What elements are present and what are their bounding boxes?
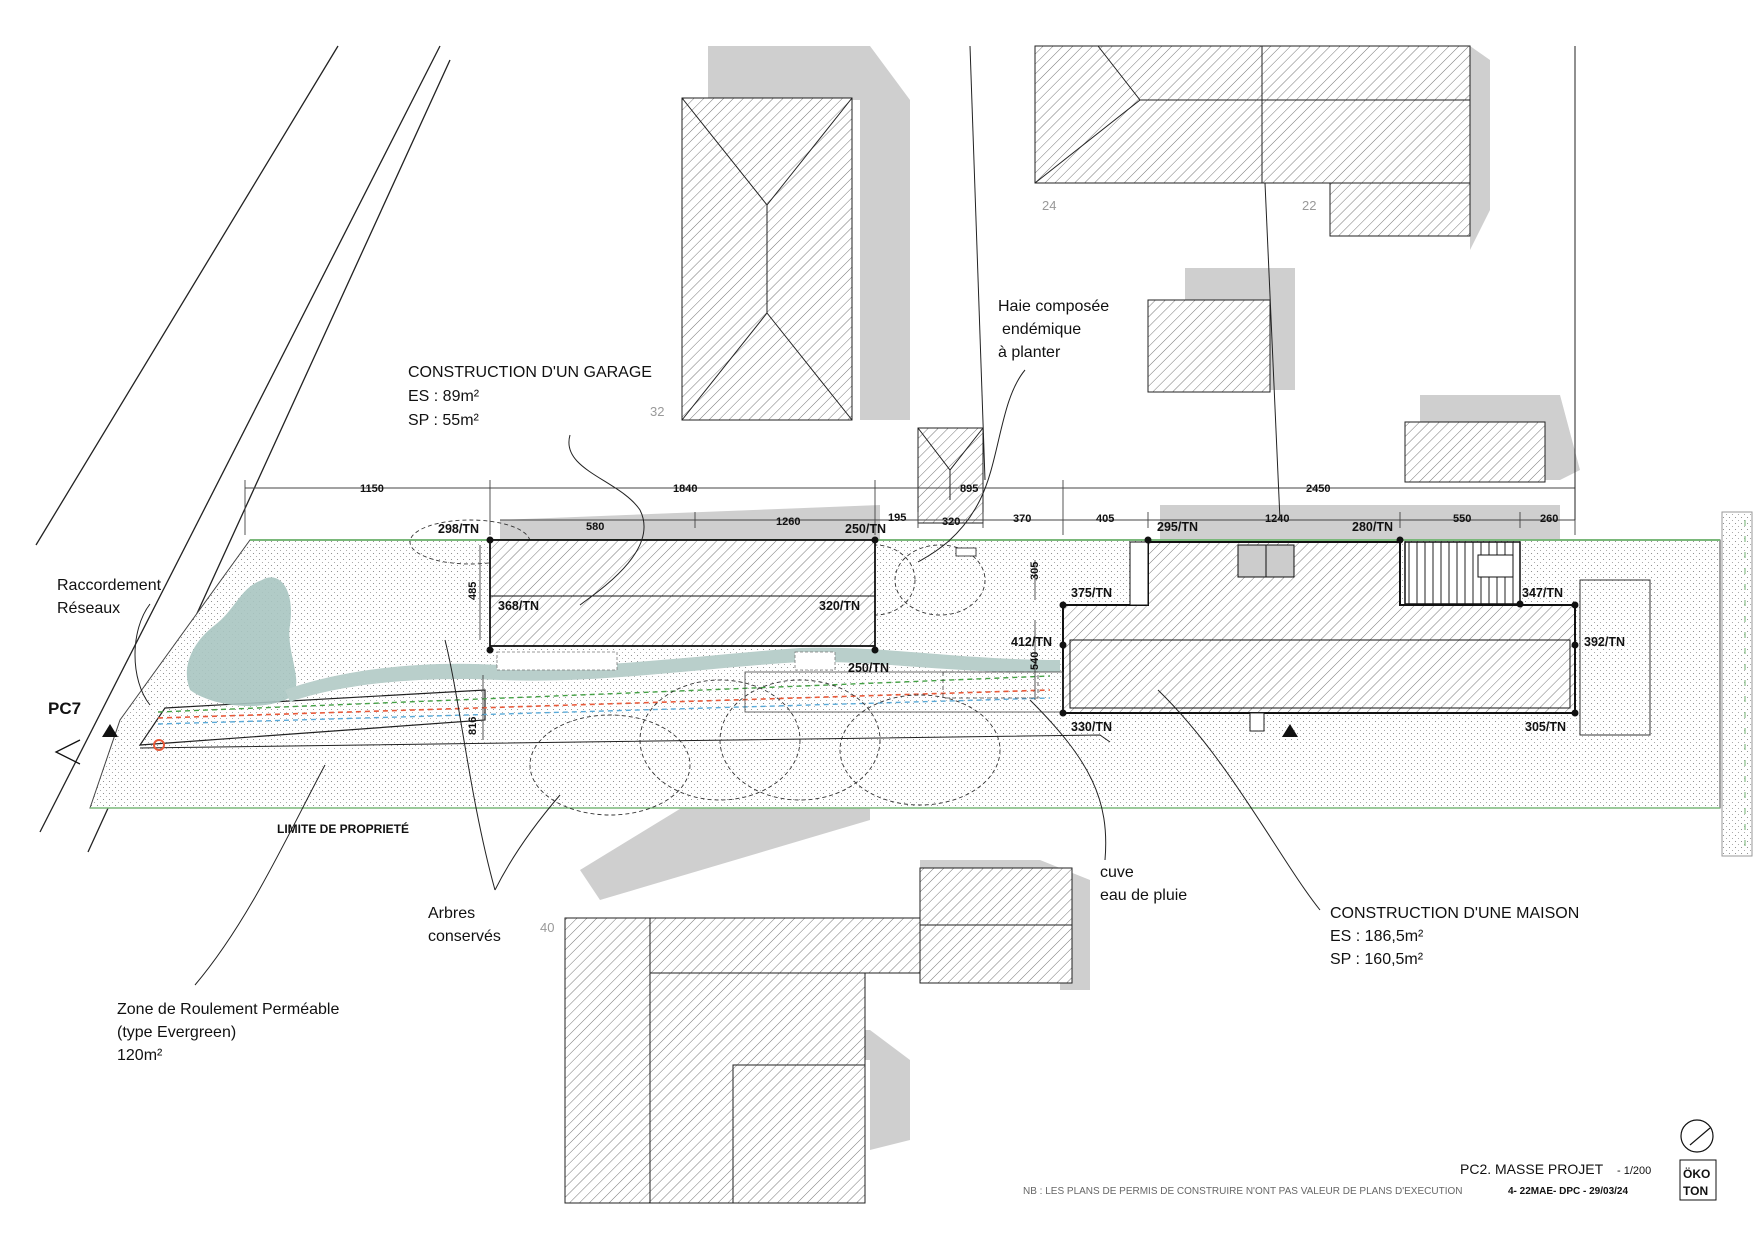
plot-number-40: 40 <box>540 920 554 935</box>
leader-lines <box>134 45 1576 986</box>
title-block-reference: 4- 22MAE- DPC - 29/03/24 <box>1508 1186 1628 1197</box>
dimension-lines <box>244 480 1576 740</box>
level-295: 295/TN <box>1157 520 1198 534</box>
dim-1150: 1150 <box>360 483 384 495</box>
dim-1840: 1840 <box>673 483 697 495</box>
dim-305: 305 <box>1029 562 1041 580</box>
dim-816: 816 <box>467 717 479 735</box>
level-250-bottom: 250/TN <box>848 661 889 675</box>
zone-label-3: 120m² <box>117 1047 163 1064</box>
level-392: 392/TN <box>1584 635 1625 649</box>
level-412: 412/TN <box>1011 635 1052 649</box>
level-320: 320/TN <box>819 599 860 613</box>
hedge-label-3: à planter <box>998 344 1061 361</box>
okoton-logo: ÖKO TON <box>1679 1159 1717 1201</box>
zone-label-1: Zone de Roulement Perméable <box>117 1001 339 1018</box>
garage-title: CONSTRUCTION D'UN GARAGE <box>408 364 652 381</box>
dim-195: 195 <box>888 512 906 524</box>
house-es: ES : 186,5m² <box>1330 928 1424 945</box>
swale <box>285 647 1060 702</box>
trees-label-1: Arbres <box>428 905 475 922</box>
level-305: 305/TN <box>1525 720 1566 734</box>
plot-number-22: 22 <box>1302 198 1316 213</box>
plot-number-24: 24 <box>1042 198 1056 213</box>
north-arrow-icon <box>1680 1119 1714 1153</box>
trees-label-2: conservés <box>428 928 501 945</box>
dim-485: 485 <box>467 582 479 600</box>
permeable-driveway <box>138 675 1111 751</box>
level-markers <box>102 724 1298 737</box>
network-label-1: Raccordement <box>57 577 162 594</box>
neighbour-buildings <box>564 45 1546 1204</box>
pc7-label: PC7 <box>48 699 81 718</box>
logo-line-2: TON <box>1683 1184 1708 1198</box>
dim-405: 405 <box>1096 513 1114 525</box>
dim-370: 370 <box>1013 513 1031 525</box>
pond-area <box>186 577 297 707</box>
level-280: 280/TN <box>1352 520 1393 534</box>
dim-2450: 2450 <box>1306 483 1330 495</box>
zone-label-2: (type Evergreen) <box>117 1024 236 1041</box>
dim-895: 895 <box>960 483 978 495</box>
level-250-top: 250/TN <box>845 522 886 536</box>
house-building <box>744 541 1651 736</box>
level-347: 347/TN <box>1522 586 1563 600</box>
house-title: CONSTRUCTION D'UNE MAISON <box>1330 905 1579 922</box>
dim-1240: 1240 <box>1265 513 1289 525</box>
title-block-title: PC2. MASSE PROJET <box>1460 1161 1604 1177</box>
level-368: 368/TN <box>498 599 539 613</box>
title-block-scale: - 1/200 <box>1617 1165 1651 1177</box>
tank-label-1: cuve <box>1100 864 1134 881</box>
title-block-note: NB : LES PLANS DE PERMIS DE CONSTRUIRE N… <box>1023 1186 1462 1197</box>
logo-line-1: ÖKO <box>1683 1166 1710 1181</box>
view-marker-pc7 <box>54 739 81 765</box>
level-375: 375/TN <box>1071 586 1112 600</box>
garage-sp: SP : 55m² <box>408 412 480 429</box>
garage-es: ES : 89m² <box>408 388 480 405</box>
dim-550: 550 <box>1453 513 1471 525</box>
tank-label-2: eau de pluie <box>1100 887 1187 904</box>
dim-580: 580 <box>586 521 604 533</box>
dim-260: 260 <box>1540 513 1558 525</box>
existing-trees <box>409 519 1001 816</box>
network-label-2: Réseaux <box>57 600 120 617</box>
property-limit-label: LIMITE DE PROPRIETÉ <box>277 821 409 836</box>
dim-320: 320 <box>942 516 960 528</box>
level-298: 298/TN <box>438 522 479 536</box>
garage-building <box>489 539 876 671</box>
hedge-label-1: Haie composée <box>998 298 1109 315</box>
level-330: 330/TN <box>1071 720 1112 734</box>
plot-number-32: 32 <box>650 404 664 419</box>
level-points <box>486 536 1579 717</box>
dim-540: 540 <box>1029 652 1041 670</box>
dim-1260: 1260 <box>776 516 800 528</box>
hedge-label-2: endémique <box>1002 321 1081 338</box>
house-sp: SP : 160,5m² <box>1330 951 1424 968</box>
